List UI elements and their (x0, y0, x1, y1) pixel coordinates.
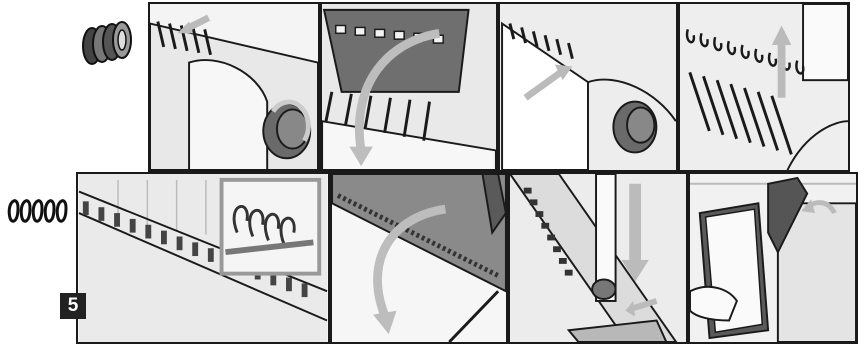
panel-bottom-2-close-cover (330, 172, 508, 344)
panel-top-4-remove-paper (678, 2, 850, 172)
step-number-badge: 5 (60, 293, 86, 319)
panel-bottom-1-place-wire (76, 172, 330, 344)
round-wire-coil-icon (80, 20, 138, 68)
wire-spiral-icon (4, 188, 70, 230)
panel-top-3-align-paper (498, 2, 678, 172)
panel-bottom-4-remove-document (688, 172, 858, 344)
panel-bottom-3-press-wire (508, 172, 688, 344)
panel-top-2-insert-paper (320, 2, 498, 172)
panel-top-1-open-comb (148, 2, 320, 172)
